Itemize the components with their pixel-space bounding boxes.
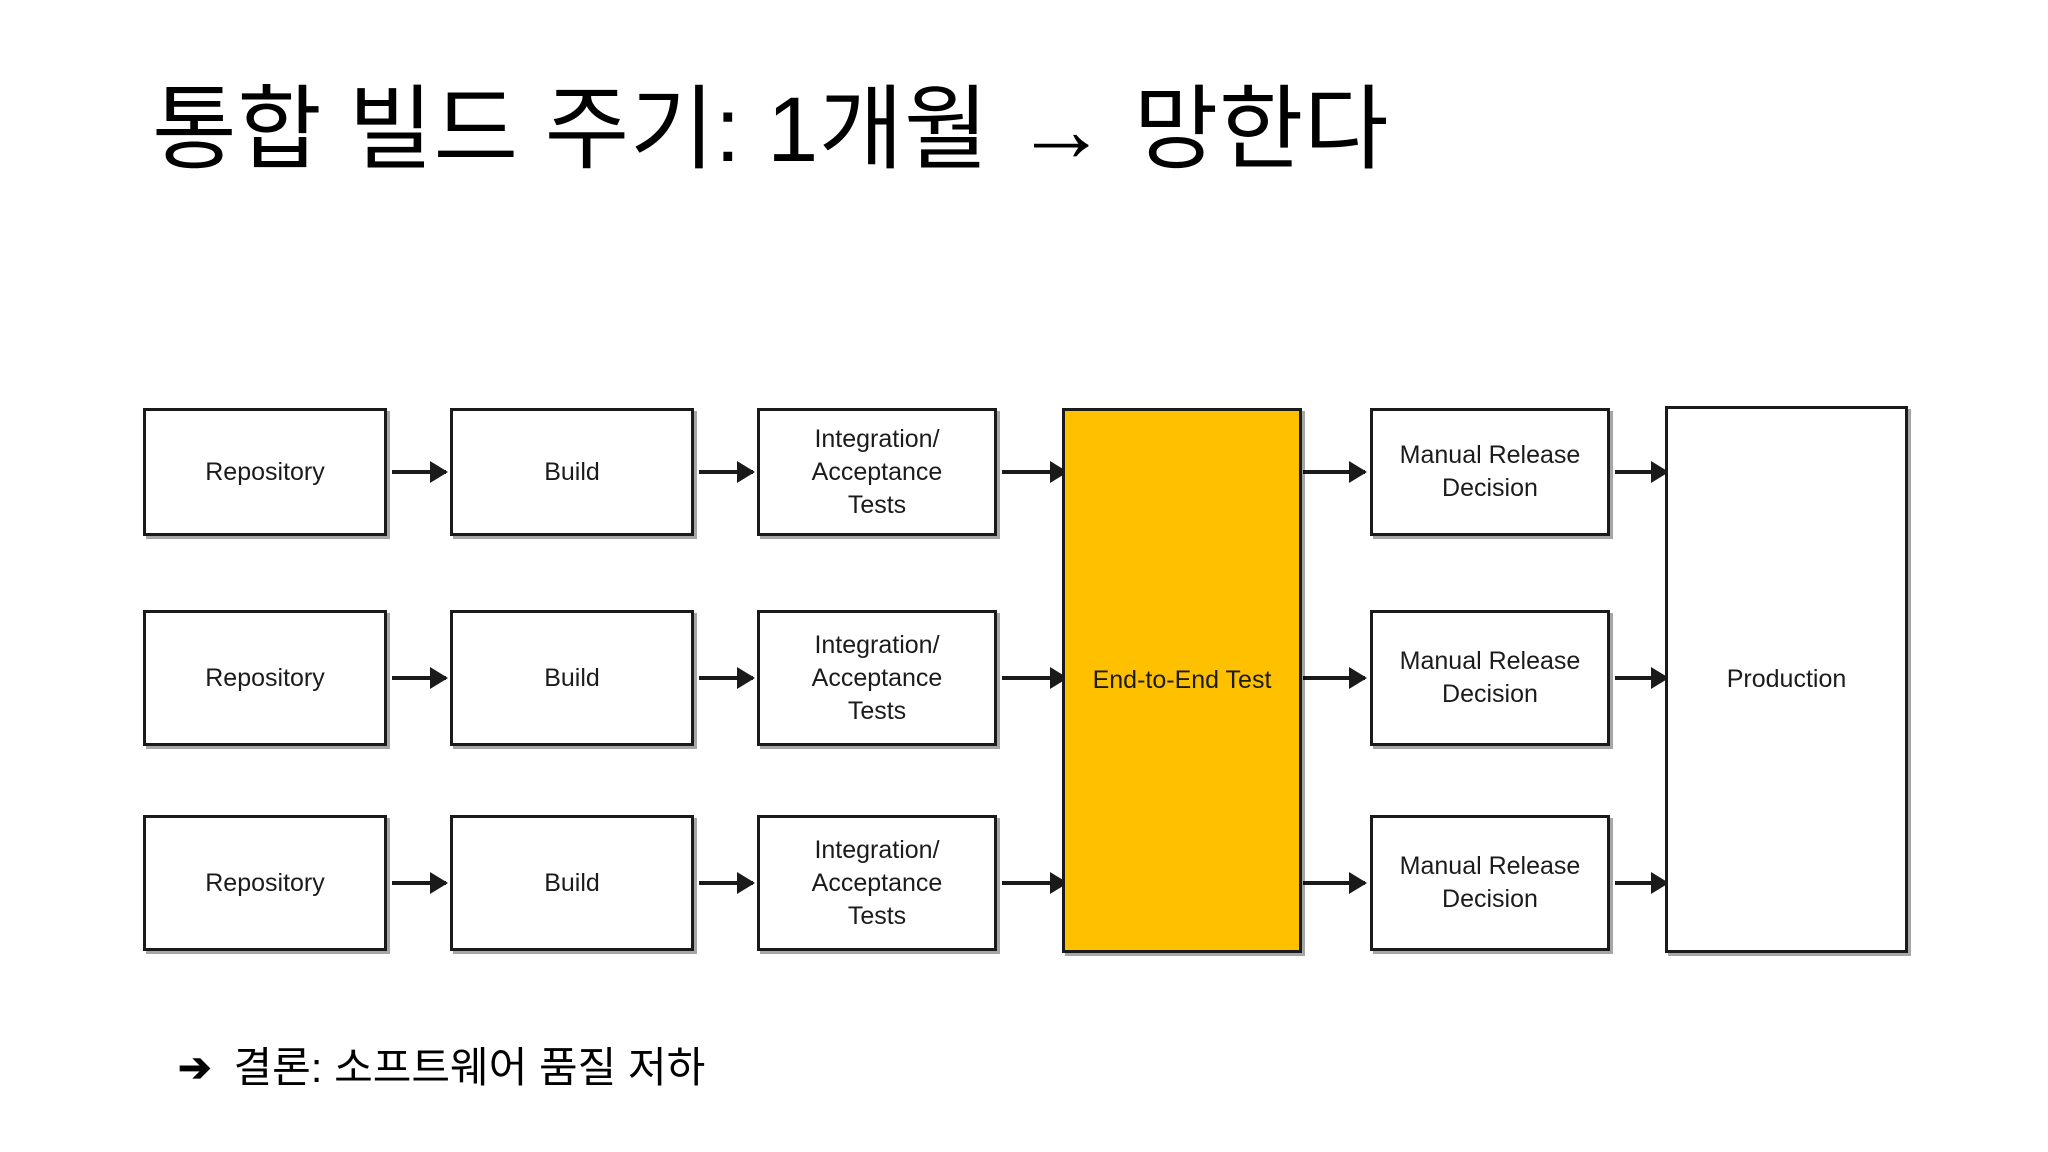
page-title: 통합 빌드 주기: 1개월 → 망한다 [152, 79, 1390, 181]
arrow-build-to-tests-row2 [699, 676, 753, 680]
arrow-build-to-tests-row1 [699, 470, 753, 474]
node-label: Integration/ Acceptance Tests [811, 630, 943, 725]
arrow-repository-to-build-row3 [392, 881, 446, 885]
node-label: Build [544, 457, 600, 486]
node-label: Manual Release Decision [1399, 852, 1581, 913]
node-integration-tests-row2[interactable]: Integration/ Acceptance Tests [757, 610, 997, 746]
node-build-row3[interactable]: Build [450, 815, 694, 951]
arrow-release-to-production-row3 [1615, 881, 1667, 885]
conclusion-text: 결론: 소프트웨어 품질 저하 [233, 1044, 706, 1091]
arrow-tests-to-e2e-row3 [1002, 881, 1066, 885]
arrow-repository-to-build-row1 [392, 470, 446, 474]
node-repository-row2[interactable]: Repository [143, 610, 387, 746]
node-label: Integration/ Acceptance Tests [811, 835, 943, 930]
arrow-right-icon: ➔ [178, 1046, 212, 1090]
node-repository-row3[interactable]: Repository [143, 815, 387, 951]
node-manual-release-row3[interactable]: Manual Release Decision [1370, 815, 1610, 951]
node-repository-row1[interactable]: Repository [143, 408, 387, 536]
arrow-e2e-to-release-row3 [1303, 881, 1365, 885]
arrow-e2e-to-release-row2 [1303, 676, 1365, 680]
arrow-build-to-tests-row3 [699, 881, 753, 885]
arrow-e2e-to-release-row1 [1303, 470, 1365, 474]
arrow-release-to-production-row2 [1615, 676, 1667, 680]
node-label: Manual Release Decision [1399, 441, 1581, 502]
arrow-repository-to-build-row2 [392, 676, 446, 680]
node-label: Manual Release Decision [1399, 647, 1581, 708]
node-integration-tests-row3[interactable]: Integration/ Acceptance Tests [757, 815, 997, 951]
node-build-row2[interactable]: Build [450, 610, 694, 746]
node-label: Integration/ Acceptance Tests [811, 424, 943, 519]
node-label: Repository [205, 457, 325, 486]
node-end-to-end-test[interactable]: End-to-End Test [1062, 408, 1302, 953]
node-integration-tests-row1[interactable]: Integration/ Acceptance Tests [757, 408, 997, 536]
node-production[interactable]: Production [1665, 406, 1908, 953]
node-manual-release-row1[interactable]: Manual Release Decision [1370, 408, 1610, 536]
node-label: Production [1726, 665, 1847, 693]
arrow-tests-to-e2e-row1 [1002, 470, 1066, 474]
node-label: End-to-End Test [1092, 666, 1272, 694]
node-label: Repository [205, 663, 325, 692]
arrow-release-to-production-row1 [1615, 470, 1667, 474]
node-label: Build [544, 868, 600, 897]
conclusion-line: ➔ 결론: 소프트웨어 품질 저하 [178, 1044, 705, 1092]
node-manual-release-row2[interactable]: Manual Release Decision [1370, 610, 1610, 746]
node-label: Build [544, 663, 600, 692]
node-build-row1[interactable]: Build [450, 408, 694, 536]
arrow-tests-to-e2e-row2 [1002, 676, 1066, 680]
node-label: Repository [205, 868, 325, 897]
